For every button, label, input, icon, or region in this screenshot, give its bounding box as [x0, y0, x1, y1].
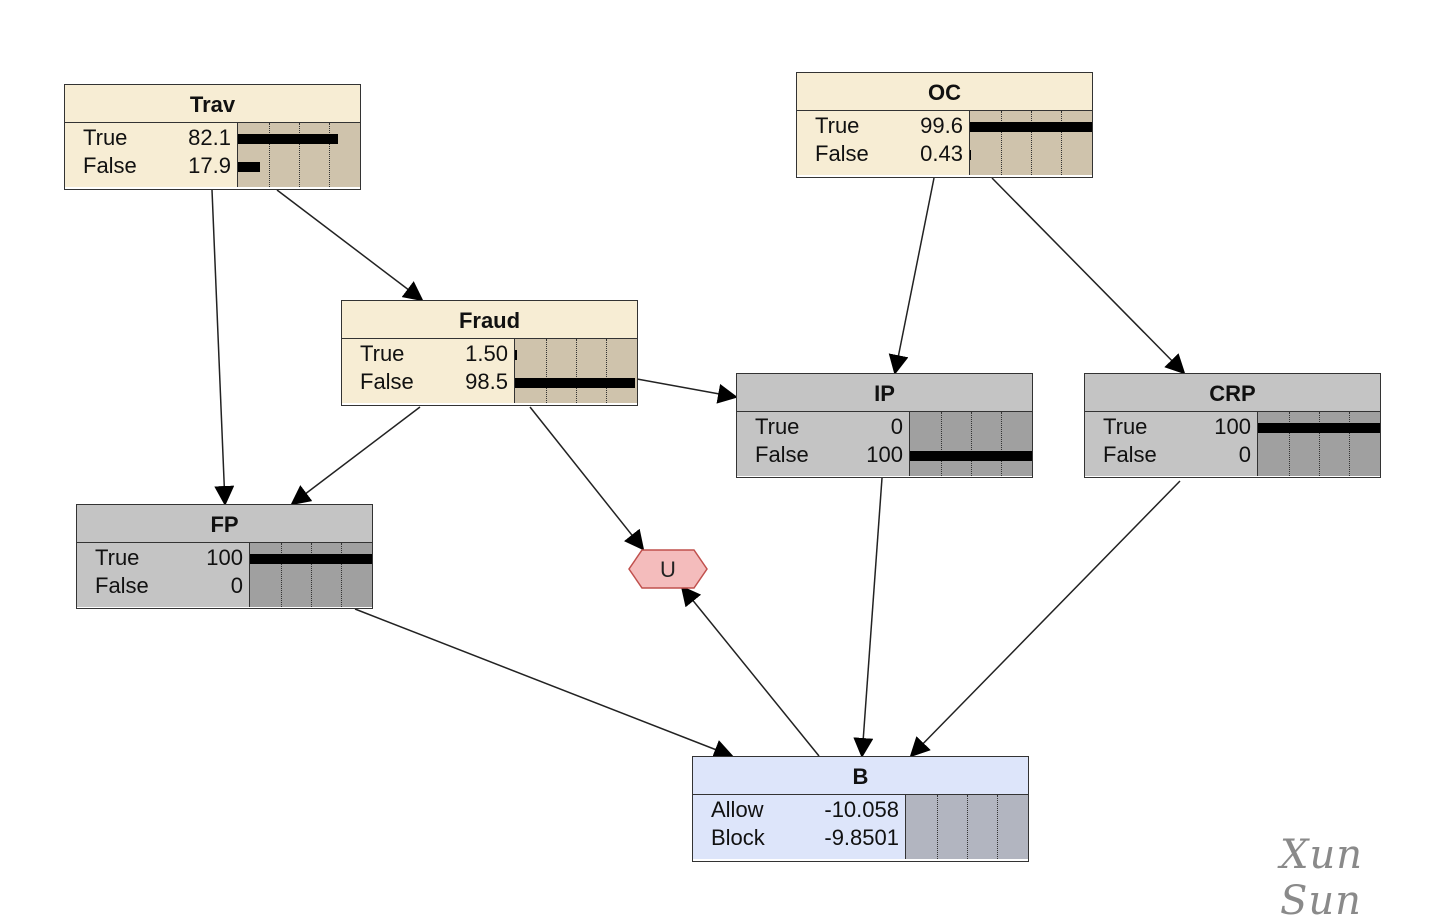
state-row: False 98.5 — [342, 367, 516, 395]
edge-oc-crp — [991, 177, 1186, 375]
state-row: False 0 — [77, 571, 251, 599]
state-row: False 0 — [1085, 440, 1259, 468]
state-label: False — [95, 573, 149, 598]
state-row: True 100 — [77, 543, 251, 571]
edge-oc-ip — [888, 177, 935, 375]
state-row: True 82.1 — [65, 123, 239, 151]
node-title: FP — [77, 505, 372, 543]
belief-bars — [909, 412, 1032, 476]
state-label: Block — [711, 825, 765, 850]
node-title: Fraud — [342, 301, 637, 339]
edge-trav-fraud — [276, 189, 424, 302]
state-label: True — [95, 545, 140, 570]
state-label: True — [755, 414, 800, 439]
state-value: 100 — [1214, 414, 1251, 439]
state-value: 82.1 — [188, 125, 231, 150]
belief-bar — [970, 150, 971, 160]
state-label: False — [1103, 442, 1157, 467]
edge-layer — [211, 177, 1186, 759]
state-value: -9.8501 — [824, 825, 899, 850]
state-value: 0 — [1238, 442, 1251, 467]
state-value: 17.9 — [188, 153, 231, 178]
edge-fp-b — [354, 608, 734, 759]
state-label: True — [360, 341, 405, 366]
state-row: False 17.9 — [65, 151, 239, 179]
edge-ip-b — [853, 477, 883, 758]
state-value: 100 — [206, 545, 243, 570]
edge-b-u — [680, 585, 820, 757]
node-title: IP — [737, 374, 1032, 412]
state-value: 99.6 — [920, 113, 963, 138]
edge-fraud-ip — [636, 378, 738, 404]
state-label: False — [755, 442, 809, 467]
node-trav[interactable]: Trav True 82.1 False 17.9 — [64, 84, 361, 190]
edge-fraud-fp — [290, 406, 421, 506]
state-value: 98.5 — [465, 369, 508, 394]
edge-trav-fp — [211, 189, 235, 506]
node-b[interactable]: B Allow -10.058 Block -9.8501 — [692, 756, 1029, 862]
state-row: True 1.50 — [342, 339, 516, 367]
node-title: B — [693, 757, 1028, 795]
state-label: False — [360, 369, 414, 394]
utility-label: U — [660, 557, 676, 582]
state-label: False — [815, 141, 869, 166]
node-title: Trav — [65, 85, 360, 123]
belief-bar — [250, 554, 372, 564]
node-ip[interactable]: IP True 0 False 100 — [736, 373, 1033, 478]
belief-bars — [237, 123, 360, 187]
state-row: True 100 — [1085, 412, 1259, 440]
state-label: True — [83, 125, 128, 150]
state-label: False — [83, 153, 137, 178]
belief-bars — [1257, 412, 1380, 476]
belief-bar — [970, 122, 1092, 132]
belief-bar — [515, 350, 517, 360]
node-fraud[interactable]: Fraud True 1.50 False 98.5 — [341, 300, 638, 406]
belief-bars — [905, 795, 1028, 859]
state-row: Allow -10.058 — [693, 795, 907, 823]
utility-node-u[interactable]: U — [628, 549, 708, 589]
state-value: 100 — [866, 442, 903, 467]
state-value: 0 — [230, 573, 243, 598]
state-value: 1.50 — [465, 341, 508, 366]
state-row: Block -9.8501 — [693, 823, 907, 851]
node-oc[interactable]: OC True 99.6 False 0.43 — [796, 72, 1093, 178]
state-label: True — [815, 113, 860, 138]
state-value: -10.058 — [824, 797, 899, 822]
belief-bar — [238, 134, 338, 144]
node-title: CRP — [1085, 374, 1380, 412]
node-crp[interactable]: CRP True 100 False 0 — [1084, 373, 1381, 478]
edge-fraud-u — [529, 406, 645, 551]
node-fp[interactable]: FP True 100 False 0 — [76, 504, 373, 609]
author-signature: Xun Sun — [1280, 832, 1363, 924]
belief-bar — [238, 162, 260, 172]
state-row: False 0.43 — [797, 139, 971, 167]
node-title: OC — [797, 73, 1092, 111]
state-value: 0.43 — [920, 141, 963, 166]
belief-bar — [515, 378, 635, 388]
state-value: 0 — [890, 414, 903, 439]
state-row: True 99.6 — [797, 111, 971, 139]
belief-bar — [1258, 423, 1380, 433]
edge-crp-b — [909, 480, 1181, 758]
belief-bar — [910, 451, 1032, 461]
state-row: False 100 — [737, 440, 911, 468]
state-label: True — [1103, 414, 1148, 439]
belief-bars — [969, 111, 1092, 175]
state-label: Allow — [711, 797, 764, 822]
belief-bars — [514, 339, 637, 403]
belief-bars — [249, 543, 372, 607]
state-row: True 0 — [737, 412, 911, 440]
